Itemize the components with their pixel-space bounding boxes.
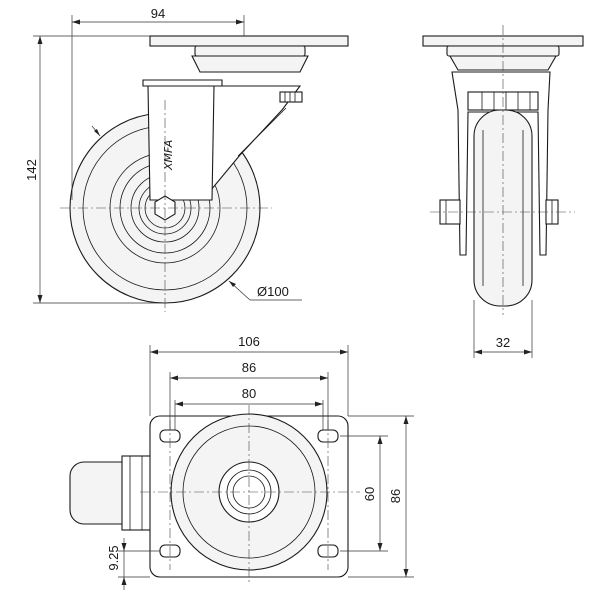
top-view: 106 86 80 60 86 9.25 <box>69 334 414 590</box>
dim-plate-width: 106 <box>238 334 260 349</box>
brand-mark: XMFA <box>162 140 175 171</box>
side-top-plate <box>149 35 349 47</box>
side-fork-leg <box>147 85 215 201</box>
dim-wheel-diameter: Ø100 <box>257 284 289 299</box>
dim-side-width: 94 <box>151 6 165 21</box>
dim-hole-offset: 9.25 <box>106 545 121 570</box>
side-bearing-ring <box>194 45 306 57</box>
dim-side-height: 142 <box>24 159 39 181</box>
dim-hole-spacing-inner: 80 <box>242 386 256 401</box>
front-view: 32 <box>422 25 584 358</box>
side-view: XMFA 94 142 Ø100 <box>24 6 349 312</box>
dim-hole-spacing-vertical: 60 <box>362 487 377 501</box>
side-brake-lever <box>279 91 303 103</box>
side-fork-top <box>142 79 223 87</box>
side-swivel-race <box>191 55 309 73</box>
top-fork <box>121 455 155 531</box>
dim-hole-spacing-outer: 86 <box>242 360 256 375</box>
dim-front-width: 32 <box>496 335 510 350</box>
dim-plate-height: 86 <box>388 489 403 503</box>
